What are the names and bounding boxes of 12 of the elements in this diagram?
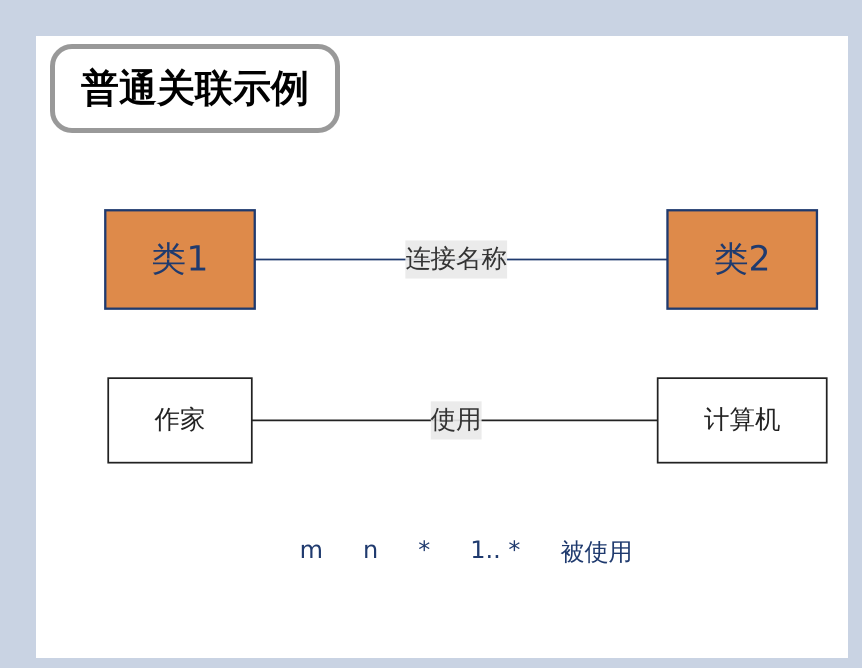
title: 普通关联示例: [50, 44, 340, 133]
multiplicity-label: m: [300, 536, 323, 566]
node-box: 类2: [666, 208, 818, 310]
node-box: 作家: [107, 376, 253, 464]
multiplicity-label: n: [363, 536, 378, 566]
node-box: 类1: [104, 208, 256, 310]
multiplicity-label: 1.. *: [470, 536, 520, 566]
node-box: 计算机: [656, 376, 828, 464]
multiplicity-label: 被使用: [560, 537, 632, 568]
edge-label: 使用: [430, 405, 482, 434]
edge-label: 连接名称: [405, 244, 508, 274]
multiplicity-label: *: [418, 536, 430, 566]
